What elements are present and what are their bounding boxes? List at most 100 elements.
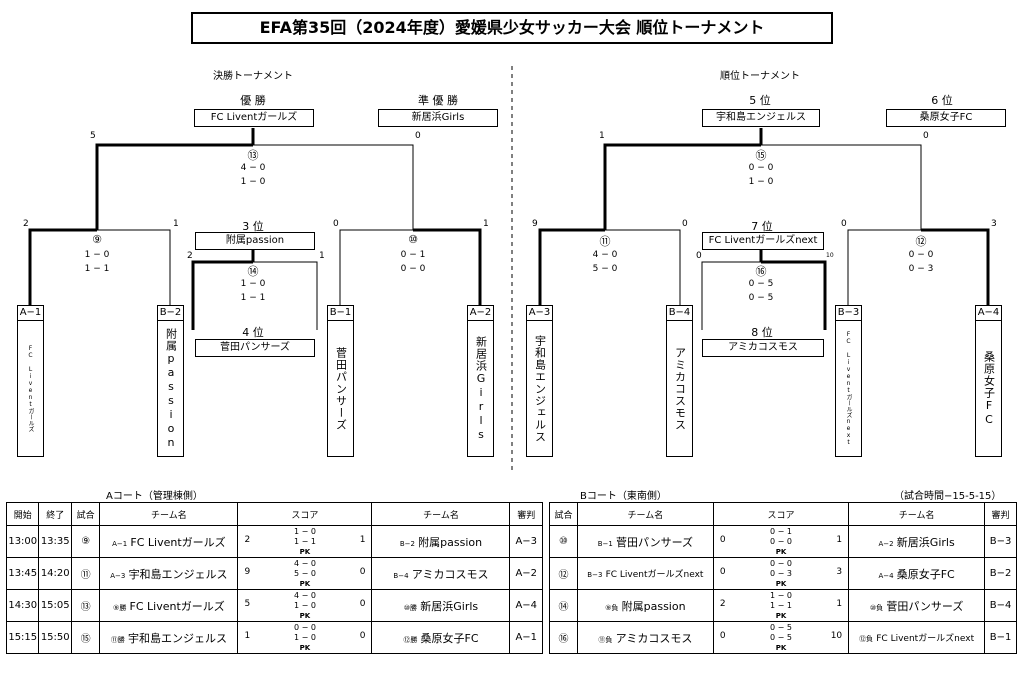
- score-half2: 0 − 0: [770, 536, 792, 546]
- team2-cell: ⑫勝 桑原女子FC: [371, 621, 511, 654]
- m14-left-goals: 2: [187, 251, 193, 261]
- seed-a1-team: FC Liventガールズ: [17, 321, 44, 457]
- seed-a3-code: A−3: [526, 305, 553, 321]
- score-right: 3: [836, 567, 843, 577]
- match-14-number: ⑭: [247, 265, 259, 278]
- score-left: 0: [719, 567, 726, 577]
- team2-seed: A−4: [878, 571, 894, 580]
- rank-5-label: 5 位: [749, 94, 771, 107]
- start-time: 13:45: [5, 557, 40, 590]
- team1-seed: A−3: [110, 571, 126, 580]
- team2-name: 桑原女子FC: [896, 567, 955, 581]
- team1-name: 菅田パンサーズ: [616, 535, 694, 549]
- col-score: スコア: [237, 502, 373, 526]
- match-15-half1: 0 − 0: [748, 163, 774, 173]
- score-half1: 0 − 1: [770, 526, 792, 536]
- score-right: 0: [359, 631, 366, 641]
- sixth-place-team: 桑原女子FC: [886, 109, 1006, 127]
- score-right: 1: [359, 535, 366, 545]
- team2-name: 菅田パンサーズ: [886, 599, 964, 613]
- team1-name: アミカコスモス: [615, 631, 693, 645]
- score-left: 0: [719, 535, 726, 545]
- score-right: 0: [359, 567, 366, 577]
- score-half2: 1 − 1: [293, 536, 316, 546]
- team2-cell: A−2 新居浜Girls: [848, 525, 986, 558]
- score-half1: 0 − 0: [770, 558, 792, 568]
- rank-4-label: 4 位: [242, 326, 264, 339]
- score-half2: 1 − 0: [293, 632, 316, 642]
- team1-name: 宇和島エンジェルス: [128, 631, 227, 645]
- left-section-title: 決勝トーナメント: [213, 71, 293, 82]
- team2-name: アミカコスモス: [411, 567, 489, 581]
- match-14-half1: 1 − 0: [240, 279, 266, 289]
- match-10-half1: 0 − 1: [400, 250, 426, 260]
- match-no: ⑭: [549, 589, 578, 622]
- score-half1: 4 − 0: [293, 590, 316, 600]
- team2-cell: B−4 アミカコスモス: [371, 557, 511, 590]
- final5-left-goals: 1: [599, 131, 605, 141]
- m11-right-goals: 0: [682, 219, 688, 229]
- team1-seed: B−1: [597, 539, 613, 548]
- col-score: スコア: [712, 502, 850, 526]
- match-16-number: ⑯: [755, 265, 767, 278]
- match-11-number: ⑪: [599, 235, 611, 248]
- referee: A−2: [509, 557, 543, 590]
- pk-label: PK: [775, 579, 787, 588]
- col-referee: 審判: [509, 502, 543, 526]
- col-team2: チーム名: [371, 502, 511, 526]
- final5-right-goals: 0: [923, 131, 929, 141]
- end-time: 15:05: [38, 589, 72, 622]
- team1-seed: ⑪勝: [110, 635, 125, 644]
- team2-seed: ⑫勝: [403, 635, 418, 644]
- team2-name: 桑原女子FC: [420, 631, 479, 645]
- score-half2: 1 − 1: [770, 600, 792, 610]
- score-left: 1: [244, 631, 251, 641]
- score-half1: 0 − 5: [770, 622, 792, 632]
- m10-left-goals: 0: [333, 219, 339, 229]
- rank-6-label: 6 位: [931, 94, 953, 107]
- team1-seed: ⑨勝: [113, 603, 127, 612]
- match-9-half1: 1 − 0: [84, 250, 110, 260]
- team1-cell: A−3 宇和島エンジェルス: [99, 557, 239, 590]
- team2-seed: ⑩負: [869, 603, 884, 612]
- pk-label: PK: [299, 643, 311, 652]
- team2-cell: ⑫負 FC Liventガールズnext: [848, 621, 986, 654]
- eighth-place-team: アミカコスモス: [702, 339, 824, 357]
- match-13-number: ⑬: [247, 149, 259, 162]
- rank-8-label: 8 位: [751, 326, 773, 339]
- score-right: 1: [836, 535, 843, 545]
- end-time: 14:20: [38, 557, 72, 590]
- m11-left-goals: 9: [532, 219, 538, 229]
- team1-cell: ⑪負 アミカコスモス: [576, 621, 714, 654]
- team2-name: 附属passion: [418, 535, 483, 549]
- third-place-team: 附属passion: [195, 232, 315, 250]
- col-team1: チーム名: [99, 502, 239, 526]
- end-time: 13:35: [38, 525, 72, 558]
- referee: A−4: [509, 589, 543, 622]
- m16-left-goals: 0: [696, 251, 702, 261]
- final-right-goals: 0: [415, 131, 421, 141]
- match-time-note: （試合時間−15-5-15）: [894, 491, 1002, 502]
- score-left: 2: [244, 535, 251, 545]
- pk-label: PK: [299, 579, 311, 588]
- referee: B−1: [984, 621, 1017, 654]
- match-no: ⑬: [70, 589, 101, 622]
- match-11-half2: 5 − 0: [592, 264, 618, 274]
- m16-right-goals: 10: [826, 252, 834, 259]
- rank-1-label: 優 勝: [240, 94, 266, 107]
- referee: B−4: [984, 589, 1017, 622]
- bracket-lines: [28, 66, 990, 470]
- court-a-schedule: 開始 終了 試合 チーム名 スコア チーム名 審判 13:00 13:35 ⑨ …: [5, 502, 543, 654]
- col-referee: 審判: [984, 502, 1017, 526]
- pk-label: PK: [299, 547, 311, 556]
- champion-team: FC Liventガールズ: [194, 109, 314, 127]
- m12-right-goals: 3: [991, 219, 997, 229]
- match-16-half2: 0 − 5: [748, 293, 774, 303]
- seed-a4-team: 桑原女子FC: [975, 321, 1002, 457]
